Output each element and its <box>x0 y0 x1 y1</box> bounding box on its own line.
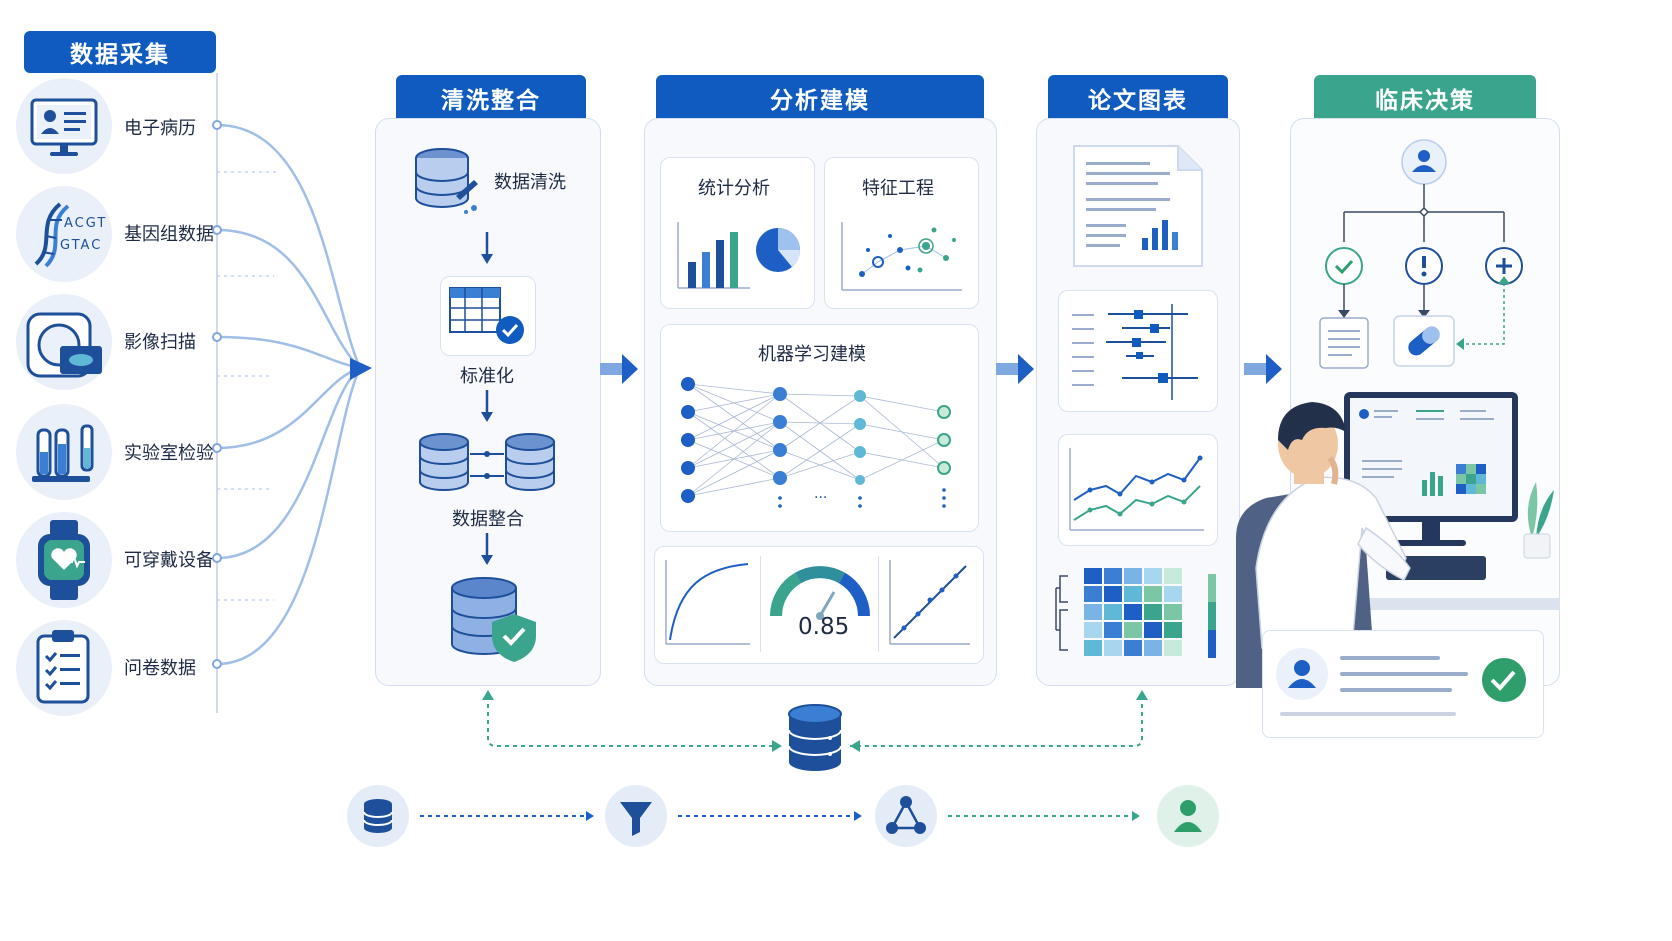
source-label-lab: 实验室检验 <box>124 443 214 464</box>
arrow-down-3 <box>481 533 493 565</box>
source-lab-circle <box>16 404 112 500</box>
smartwatch-icon <box>38 520 90 600</box>
stage-model-header: 分析建模 <box>656 75 984 121</box>
roc-curve-icon <box>665 560 750 645</box>
source-flow-lines <box>212 120 372 669</box>
arrow-down-1 <box>481 232 493 264</box>
clean-step-standardize: 标准化 <box>460 366 514 387</box>
source-genome-circle <box>16 186 112 282</box>
ml-box <box>660 324 979 532</box>
neural-network-icon <box>681 377 951 508</box>
feature-scatter-icon <box>841 222 962 291</box>
feedback-loop-lines <box>482 690 1148 752</box>
table-check-icon <box>449 287 524 344</box>
arrow-right-2 <box>996 354 1034 384</box>
decision-tree-icon <box>1319 139 1523 369</box>
dna-icon <box>34 202 70 268</box>
patient-card-content <box>1276 648 1526 716</box>
dna-text-2: GTAC <box>60 238 103 253</box>
gauge-value: 0.85 <box>798 614 850 640</box>
source-label-emr: 电子病历 <box>124 118 196 139</box>
stage-clean-header: 清洗整合 <box>396 75 586 121</box>
test-tubes-icon <box>32 424 94 482</box>
nn-ellipsis: ... <box>814 486 828 502</box>
source-label-genome: 基因组数据 <box>124 224 214 245</box>
source-survey-circle <box>16 620 112 716</box>
source-emr-circle <box>16 78 112 174</box>
central-database-icon <box>788 704 842 771</box>
eval-divider-2 <box>878 556 879 652</box>
ml-title: 机器学习建模 <box>758 344 866 365</box>
line-chart-icon <box>1069 448 1204 531</box>
forest-plot-icon <box>1072 304 1198 400</box>
bottom-process-row <box>347 785 1219 847</box>
clean-step-wash: 数据清洗 <box>494 172 566 193</box>
stage-clinic-header: 临床决策 <box>1314 75 1536 121</box>
stats-chart-icon <box>677 222 800 289</box>
source-label-survey: 问卷数据 <box>124 658 196 679</box>
monitor-icon <box>30 98 98 156</box>
stats-title: 统计分析 <box>698 178 770 199</box>
source-wearable-circle <box>16 512 112 608</box>
source-label-wearable: 可穿戴设备 <box>124 550 214 571</box>
source-imaging-circle <box>16 294 112 390</box>
scanner-icon <box>26 312 102 378</box>
clipboard-icon <box>36 630 90 704</box>
secure-database-icon <box>451 577 536 662</box>
stage-paper-header: 论文图表 <box>1048 75 1228 121</box>
calibration-plot-icon <box>889 560 970 645</box>
line-chart-box <box>1058 434 1218 546</box>
clean-step-merge: 数据整合 <box>452 509 524 530</box>
feature-box <box>824 157 979 309</box>
arrow-right-3 <box>1244 354 1282 384</box>
arrow-down-2 <box>481 390 493 422</box>
gauge-icon <box>770 566 870 620</box>
merge-databases-icon <box>419 433 555 491</box>
arrow-right-1 <box>600 354 638 384</box>
document-chart-icon <box>1073 145 1203 267</box>
heatmap-icon <box>1055 568 1216 658</box>
database-clean-icon <box>415 148 478 214</box>
eval-divider-1 <box>760 556 761 652</box>
feature-title: 特征工程 <box>862 178 934 199</box>
database-icon <box>363 799 393 833</box>
collect-divider <box>216 73 218 713</box>
stage-collect-header: 数据采集 <box>24 31 216 73</box>
dna-text-1: ACGT <box>64 216 108 231</box>
source-label-imaging: 影像扫描 <box>124 332 196 353</box>
